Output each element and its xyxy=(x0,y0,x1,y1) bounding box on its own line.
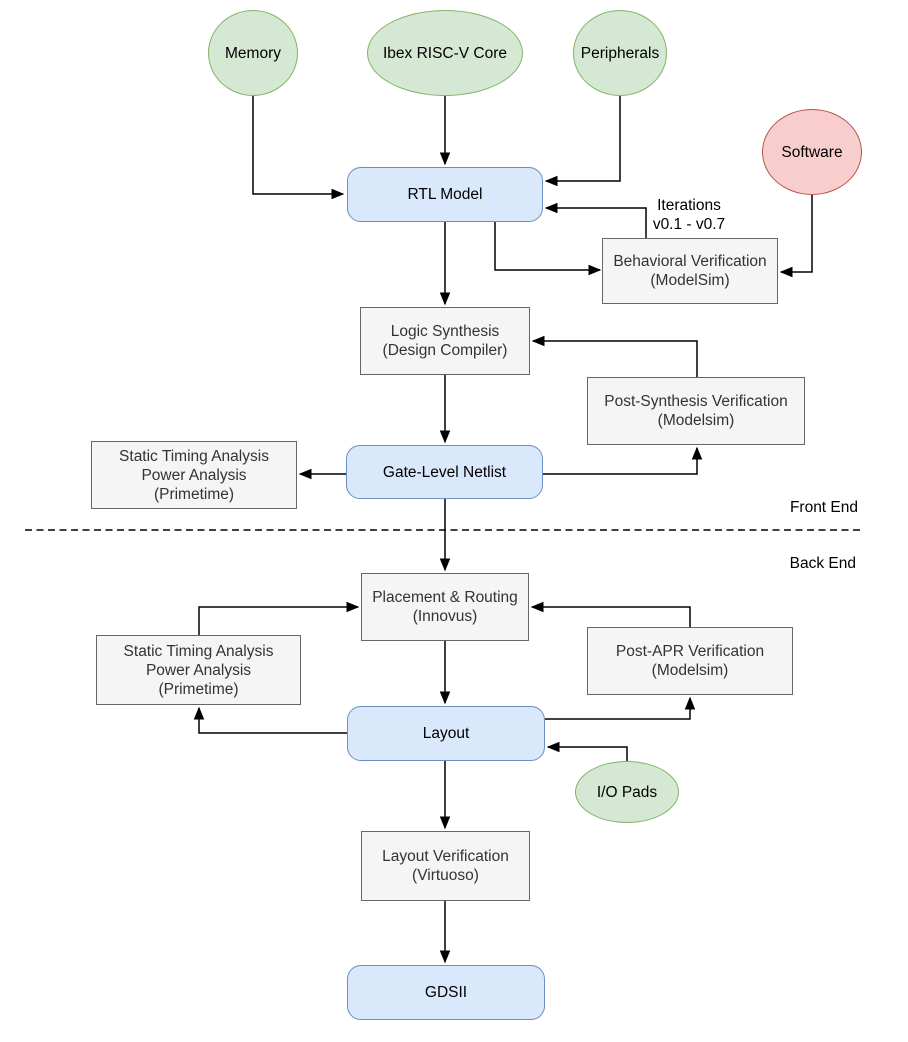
node-sublabel: (Modelsim) xyxy=(651,662,729,679)
node-software: Software xyxy=(762,109,862,195)
node-sublabel: (Innovus) xyxy=(412,608,478,625)
node-ibex-risc-v-core: Ibex RISC-V Core xyxy=(367,10,523,96)
node-label: Placement & Routing xyxy=(372,589,518,606)
node-label: I/O Pads xyxy=(596,783,658,801)
node-label: Post-Synthesis Verification xyxy=(604,393,788,410)
node-layout-verification: Layout Verification (Virtuoso) xyxy=(361,831,530,901)
node-label: Layout Verification xyxy=(382,848,509,865)
node-sublabel: (ModelSim) xyxy=(650,272,730,289)
node-post-synthesis-verification: Post-Synthesis Verification (Modelsim) xyxy=(587,377,805,445)
node-sublabel: (Primetime) xyxy=(153,485,235,503)
node-peripherals: Peripherals xyxy=(573,10,667,96)
iterations-label-line1: Iterations xyxy=(657,197,721,214)
node-logic-synthesis: Logic Synthesis (Design Compiler) xyxy=(360,307,530,375)
edge-peripherals-to-rtl-model xyxy=(544,96,621,187)
edge-post-apr-verification-to-placement-routing xyxy=(530,601,691,627)
node-rtl-model: RTL Model xyxy=(347,167,543,222)
node-label: Behavioral Verification xyxy=(613,253,767,270)
node-label: Software xyxy=(781,143,843,161)
edge-memory-to-rtl-model xyxy=(252,96,345,200)
node-gdsii: GDSII xyxy=(347,965,545,1020)
node-label: Gate-Level Netlist xyxy=(382,463,507,481)
edge-io-pads-to-layout xyxy=(546,741,628,761)
front-end-section-label: Front End xyxy=(789,499,858,516)
edge-layout-to-sta-back xyxy=(193,706,347,734)
node-gate-level-netlist: Gate-Level Netlist xyxy=(346,445,543,499)
node-sublabel: (Primetime) xyxy=(158,680,239,698)
edge-sta-back-to-placement-routing xyxy=(198,601,360,635)
edge-software-to-behavioral-verification xyxy=(779,195,813,278)
node-label: Ibex RISC-V Core xyxy=(382,44,508,62)
node-io-pads: I/O Pads xyxy=(575,761,679,823)
node-label: GDSII xyxy=(424,984,468,1001)
node-label: Logic Synthesis xyxy=(390,323,500,340)
edge-post-synthesis-verification-to-logic-synthesis xyxy=(531,335,698,377)
node-post-apr-verification: Post-APR Verification (Modelsim) xyxy=(587,627,793,695)
node-sta-power-analysis-front-end: Static Timing Analysis Power Analysis (P… xyxy=(91,441,297,509)
node-sublabel: (Design Compiler) xyxy=(382,342,508,359)
edge-layout-to-post-apr-verification xyxy=(545,696,696,720)
node-label: Peripherals xyxy=(580,44,660,62)
back-end-section-label: Back End xyxy=(789,555,856,572)
node-sta-power-analysis-back-end: Static Timing Analysis Power Analysis (P… xyxy=(96,635,301,705)
iterations-label-line2: v0.1 - v0.7 xyxy=(652,216,726,233)
node-sublabel: (Modelsim) xyxy=(657,412,735,429)
node-label: Memory xyxy=(225,44,281,62)
edge-gate-level-netlist-to-post-synthesis-verification xyxy=(543,446,703,475)
node-sublabel: (Virtuoso) xyxy=(412,867,479,884)
node-label: Static Timing Analysis xyxy=(123,642,274,660)
node-label2: Power Analysis xyxy=(141,466,247,484)
iterations-edge-label: Iterations v0.1 - v0.7 xyxy=(629,196,749,234)
node-label: Post-APR Verification xyxy=(615,643,765,660)
node-memory: Memory xyxy=(208,10,298,96)
node-label2: Power Analysis xyxy=(145,661,252,679)
node-label: Layout xyxy=(422,725,470,742)
node-layout: Layout xyxy=(347,706,545,761)
node-label: Static Timing Analysis xyxy=(119,447,269,465)
edge-rtl-model-to-behavioral-verification xyxy=(494,222,602,276)
node-placement-routing: Placement & Routing (Innovus) xyxy=(361,573,529,641)
node-label: RTL Model xyxy=(407,186,483,203)
node-behavioral-verification: Behavioral Verification (ModelSim) xyxy=(602,238,778,304)
